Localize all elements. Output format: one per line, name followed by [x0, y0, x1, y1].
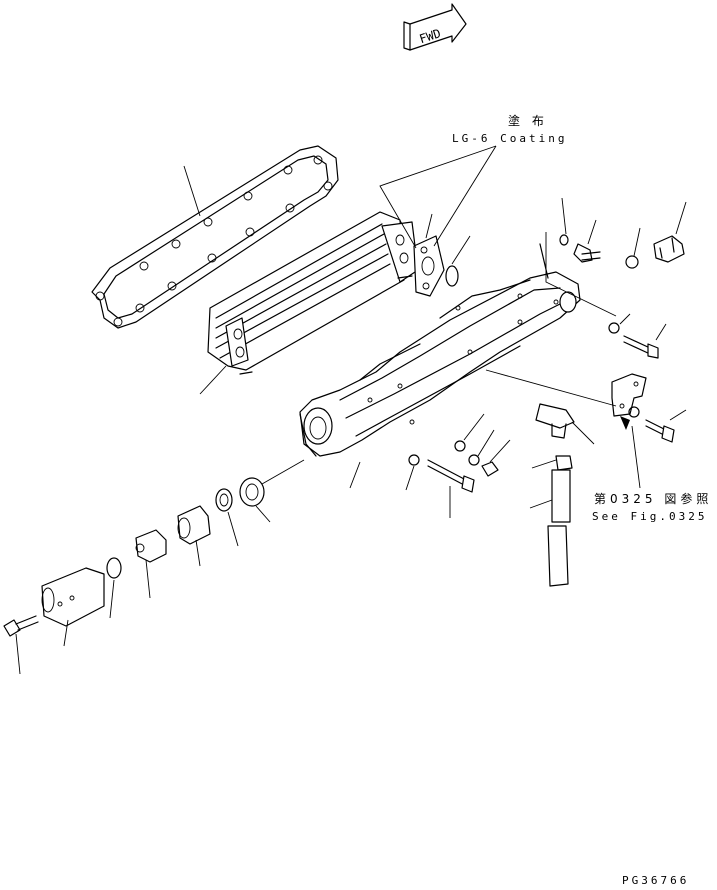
leader-washer-2 — [619, 313, 631, 325]
washer-1 — [559, 234, 569, 246]
bolt-2 — [623, 335, 659, 359]
leader-nut — [489, 439, 511, 463]
leader-core — [199, 365, 227, 395]
leader-bushing — [195, 539, 201, 567]
washer-3 — [628, 406, 640, 418]
long-bolt — [427, 459, 475, 493]
o-ring-front — [106, 557, 122, 579]
bracket — [611, 373, 647, 417]
fwd-arrow-icon: FWD — [403, 3, 467, 51]
o-ring-top — [445, 265, 459, 287]
leader-bolt-2 — [655, 323, 667, 341]
drawing-number: PG36766 — [622, 874, 690, 887]
leader-washer-6 — [405, 465, 415, 491]
leader-seal-ring — [255, 505, 271, 523]
leader-washer-4 — [463, 413, 485, 441]
leader-bracket-line — [485, 369, 617, 407]
leader-plug — [675, 201, 687, 235]
small-gasket — [413, 235, 445, 297]
leader-tee — [571, 421, 595, 445]
plug — [653, 235, 685, 263]
leader-bolt-1 — [587, 219, 597, 245]
fwd-label: FWD — [418, 26, 443, 46]
oil-cooler-core — [207, 211, 419, 375]
front-bolt — [3, 615, 39, 637]
washer-2 — [608, 322, 620, 334]
hose — [551, 469, 571, 523]
cooler-gasket — [91, 145, 339, 329]
leader-housing-top — [545, 232, 617, 317]
assembly-axis — [261, 459, 305, 485]
nut — [481, 461, 499, 477]
ref-arrow-icon — [620, 416, 630, 430]
leader-ref — [631, 425, 641, 489]
washer-large — [215, 488, 233, 512]
coating-callout-lines — [379, 145, 497, 249]
bushing — [177, 505, 211, 545]
washer-6 — [408, 454, 420, 466]
coating-label-jp: 塗 布 — [508, 114, 548, 128]
leader-hose — [529, 499, 553, 509]
leader-housing — [349, 461, 361, 489]
leader-small-gasket — [425, 213, 433, 239]
reference-label-en: See Fig.0325 — [592, 510, 708, 523]
leader-o-ring-plug — [633, 227, 641, 257]
leader-clamp-1 — [531, 459, 557, 469]
leader-bolt-3 — [669, 409, 687, 421]
leader-valve — [145, 559, 151, 599]
bolt-3 — [645, 419, 675, 443]
washer-4 — [454, 440, 466, 452]
bolt-1 — [573, 243, 601, 263]
tee-fitting — [535, 403, 575, 439]
leader-washer-large — [227, 511, 239, 547]
clamp-1 — [555, 455, 573, 471]
tube — [547, 525, 569, 587]
washer-5 — [468, 454, 480, 466]
reference-label-jp: 第0325 図参照 — [594, 492, 713, 506]
leader-o-ring-front — [109, 579, 115, 619]
leader-washer-5 — [477, 429, 495, 457]
o-ring-plug — [625, 255, 639, 269]
leader-cover — [63, 619, 69, 647]
leader-front-bolt — [15, 633, 21, 675]
leader-o-ring — [451, 235, 471, 265]
valve-element — [135, 529, 167, 563]
coating-label-en: LG-6 Coating — [452, 132, 568, 145]
cover — [41, 567, 105, 627]
leader-washer-1 — [561, 197, 567, 235]
leader-gasket — [183, 165, 201, 217]
seal-ring — [239, 477, 265, 507]
oil-cooler-housing — [299, 243, 581, 457]
